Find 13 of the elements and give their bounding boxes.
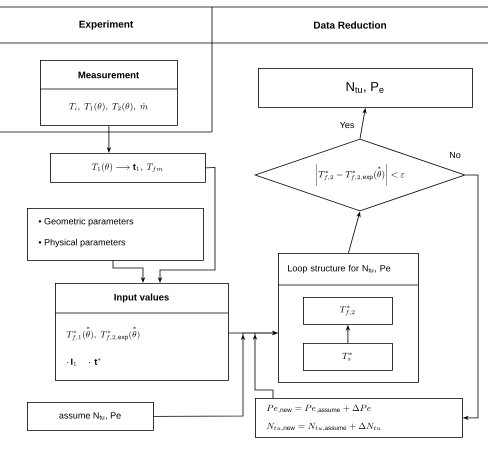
edge-label: Yes: [338, 120, 356, 130]
measurement-box: Measurement $T_i,\ T_1(\theta),\ T_2(\theta),\ \dot{m}$: [40, 60, 178, 126]
process-box: $T_1(\theta) \longrightarrow \mathbf{t}_1,\ T_{fm}$: [50, 153, 206, 183]
column-heading: Experiment: [79, 20, 134, 30]
input-box: Input values $T^*_{f,1}(\overset{*}{\theta}),\ T^*_{f,2,\mathrm{exp}}(\overset{*}{\theta})$ $\cdot\,\mathbf{I}_1 \quad \cdot\,\mathbf{t}^*$: [54, 283, 229, 381]
edge-label: No: [448, 150, 462, 160]
update-box: $Pe_{,\mathrm{new}} = Pe_{,\mathrm{assume}} + \Delta Pe$ $N_{tu,\mathrm{new}} = N_{tu,\mathrm{assume}} + \Delta N_{tu}$: [255, 398, 463, 438]
process-box: $T^*_{f,2}$: [303, 297, 393, 325]
column-heading: Data Reduction: [314, 21, 386, 29]
process-box: assume N$_{tu}$, Pe: [27, 402, 154, 431]
process-box: $T^*_{s}$: [303, 343, 393, 371]
parameter-box: • Geometric parameters • Physical parameters: [27, 208, 204, 261]
result-box: N$_{tu}$, P$_{e}$: [258, 68, 473, 108]
